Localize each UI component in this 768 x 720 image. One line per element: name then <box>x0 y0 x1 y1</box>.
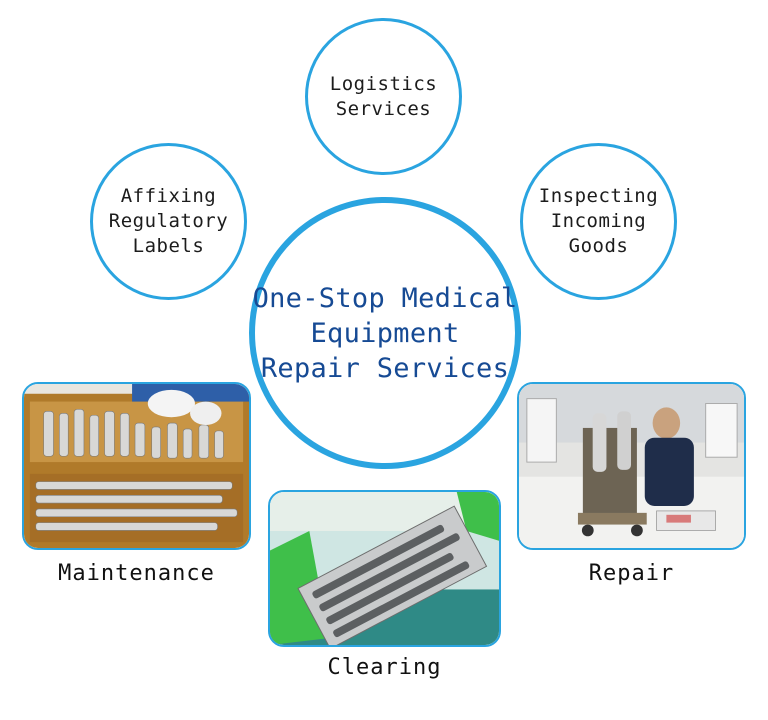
inspecting-goods-circle: Inspecting Incoming Goods <box>520 143 677 300</box>
center-title-line-1: One-Stop Medical <box>252 282 518 314</box>
repair-photo <box>517 382 746 550</box>
inspecting-line-2: Incoming <box>550 210 647 232</box>
clearing-photo <box>268 490 501 647</box>
center-title-line-2: Equipment <box>310 317 460 349</box>
labels-line-3: Labels <box>132 235 205 257</box>
logistics-services-circle: Logistics Services <box>305 18 462 175</box>
labels-line-1: Affixing <box>120 185 217 207</box>
inspecting-line-3: Goods <box>568 235 629 257</box>
labels-line-2: Regulatory <box>108 210 229 232</box>
maintenance-caption: Maintenance <box>58 561 215 586</box>
logistics-line-2: Services <box>335 97 432 120</box>
inspecting-line-1: Inspecting <box>538 185 659 207</box>
center-title-line-3: Repair Services <box>260 352 510 384</box>
repair-caption: Repair <box>588 561 675 586</box>
central-service-circle: One-Stop Medical Equipment Repair Servic… <box>249 197 521 469</box>
affixing-labels-circle: Affixing Regulatory Labels <box>90 143 247 300</box>
clearing-caption: Clearing <box>327 655 442 680</box>
maintenance-photo <box>22 382 251 550</box>
logistics-line-1: Logistics <box>329 72 438 95</box>
